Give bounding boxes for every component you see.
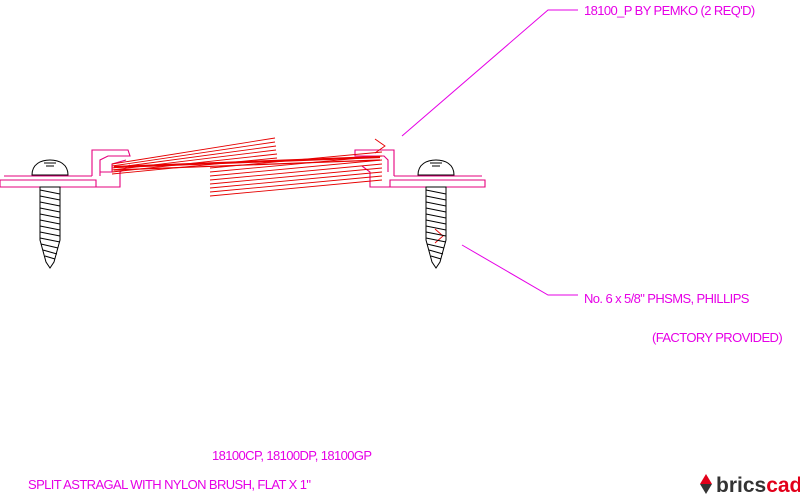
- bricscad-logo: bricscad: [700, 474, 800, 495]
- drawing-description: SPLIT ASTRAGAL WITH NYLON BRUSH, FLAT X …: [28, 477, 311, 492]
- leader-lines: [401, 9, 578, 296]
- screw-leader: [461, 244, 578, 296]
- right-screw: [417, 159, 455, 269]
- bricscad-logo-text: bricscad: [716, 474, 800, 495]
- factory-callout: (FACTORY PROVIDED): [652, 330, 782, 345]
- bricscad-logo-icon: [700, 474, 712, 494]
- astragal-profile: [0, 149, 486, 188]
- left-screw: [31, 159, 69, 269]
- model-numbers: 18100CP, 18100DP, 18100GP: [212, 448, 371, 463]
- screw-callout: No. 6 x 5/8" PHSMS, PHILLIPS: [584, 291, 750, 306]
- nylon-brush: [111, 137, 444, 244]
- part-callout: 18100_P BY PEMKO (2 REQ'D): [584, 3, 755, 18]
- part-leader: [401, 9, 578, 137]
